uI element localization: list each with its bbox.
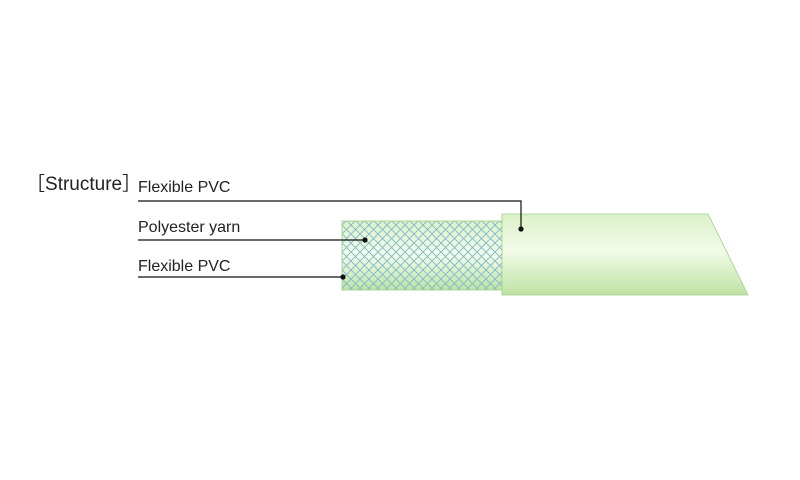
leader-line-outer	[138, 200, 522, 228]
section-title: ［Structure］	[26, 174, 141, 196]
polyester-braid	[342, 221, 504, 290]
section-title-text: Structure	[45, 174, 123, 195]
outer-jacket-body	[502, 214, 748, 295]
open-bracket: ［	[26, 174, 46, 195]
close-bracket: ］	[122, 174, 142, 195]
inner-tube-layer	[341, 220, 505, 291]
label-inner-layer: Flexible PVC	[138, 258, 231, 275]
outer-jacket-layer	[501, 213, 749, 296]
outer-jacket-outline	[501, 213, 749, 296]
label-reinforcement-layer: Polyester yarn	[138, 219, 241, 236]
leader-dot-inner	[340, 274, 346, 280]
leader-lines	[138, 200, 524, 280]
leader-dot-middle	[362, 237, 368, 243]
leader-dot-outer	[518, 226, 524, 232]
label-outer-layer: Flexible PVC	[138, 179, 231, 196]
